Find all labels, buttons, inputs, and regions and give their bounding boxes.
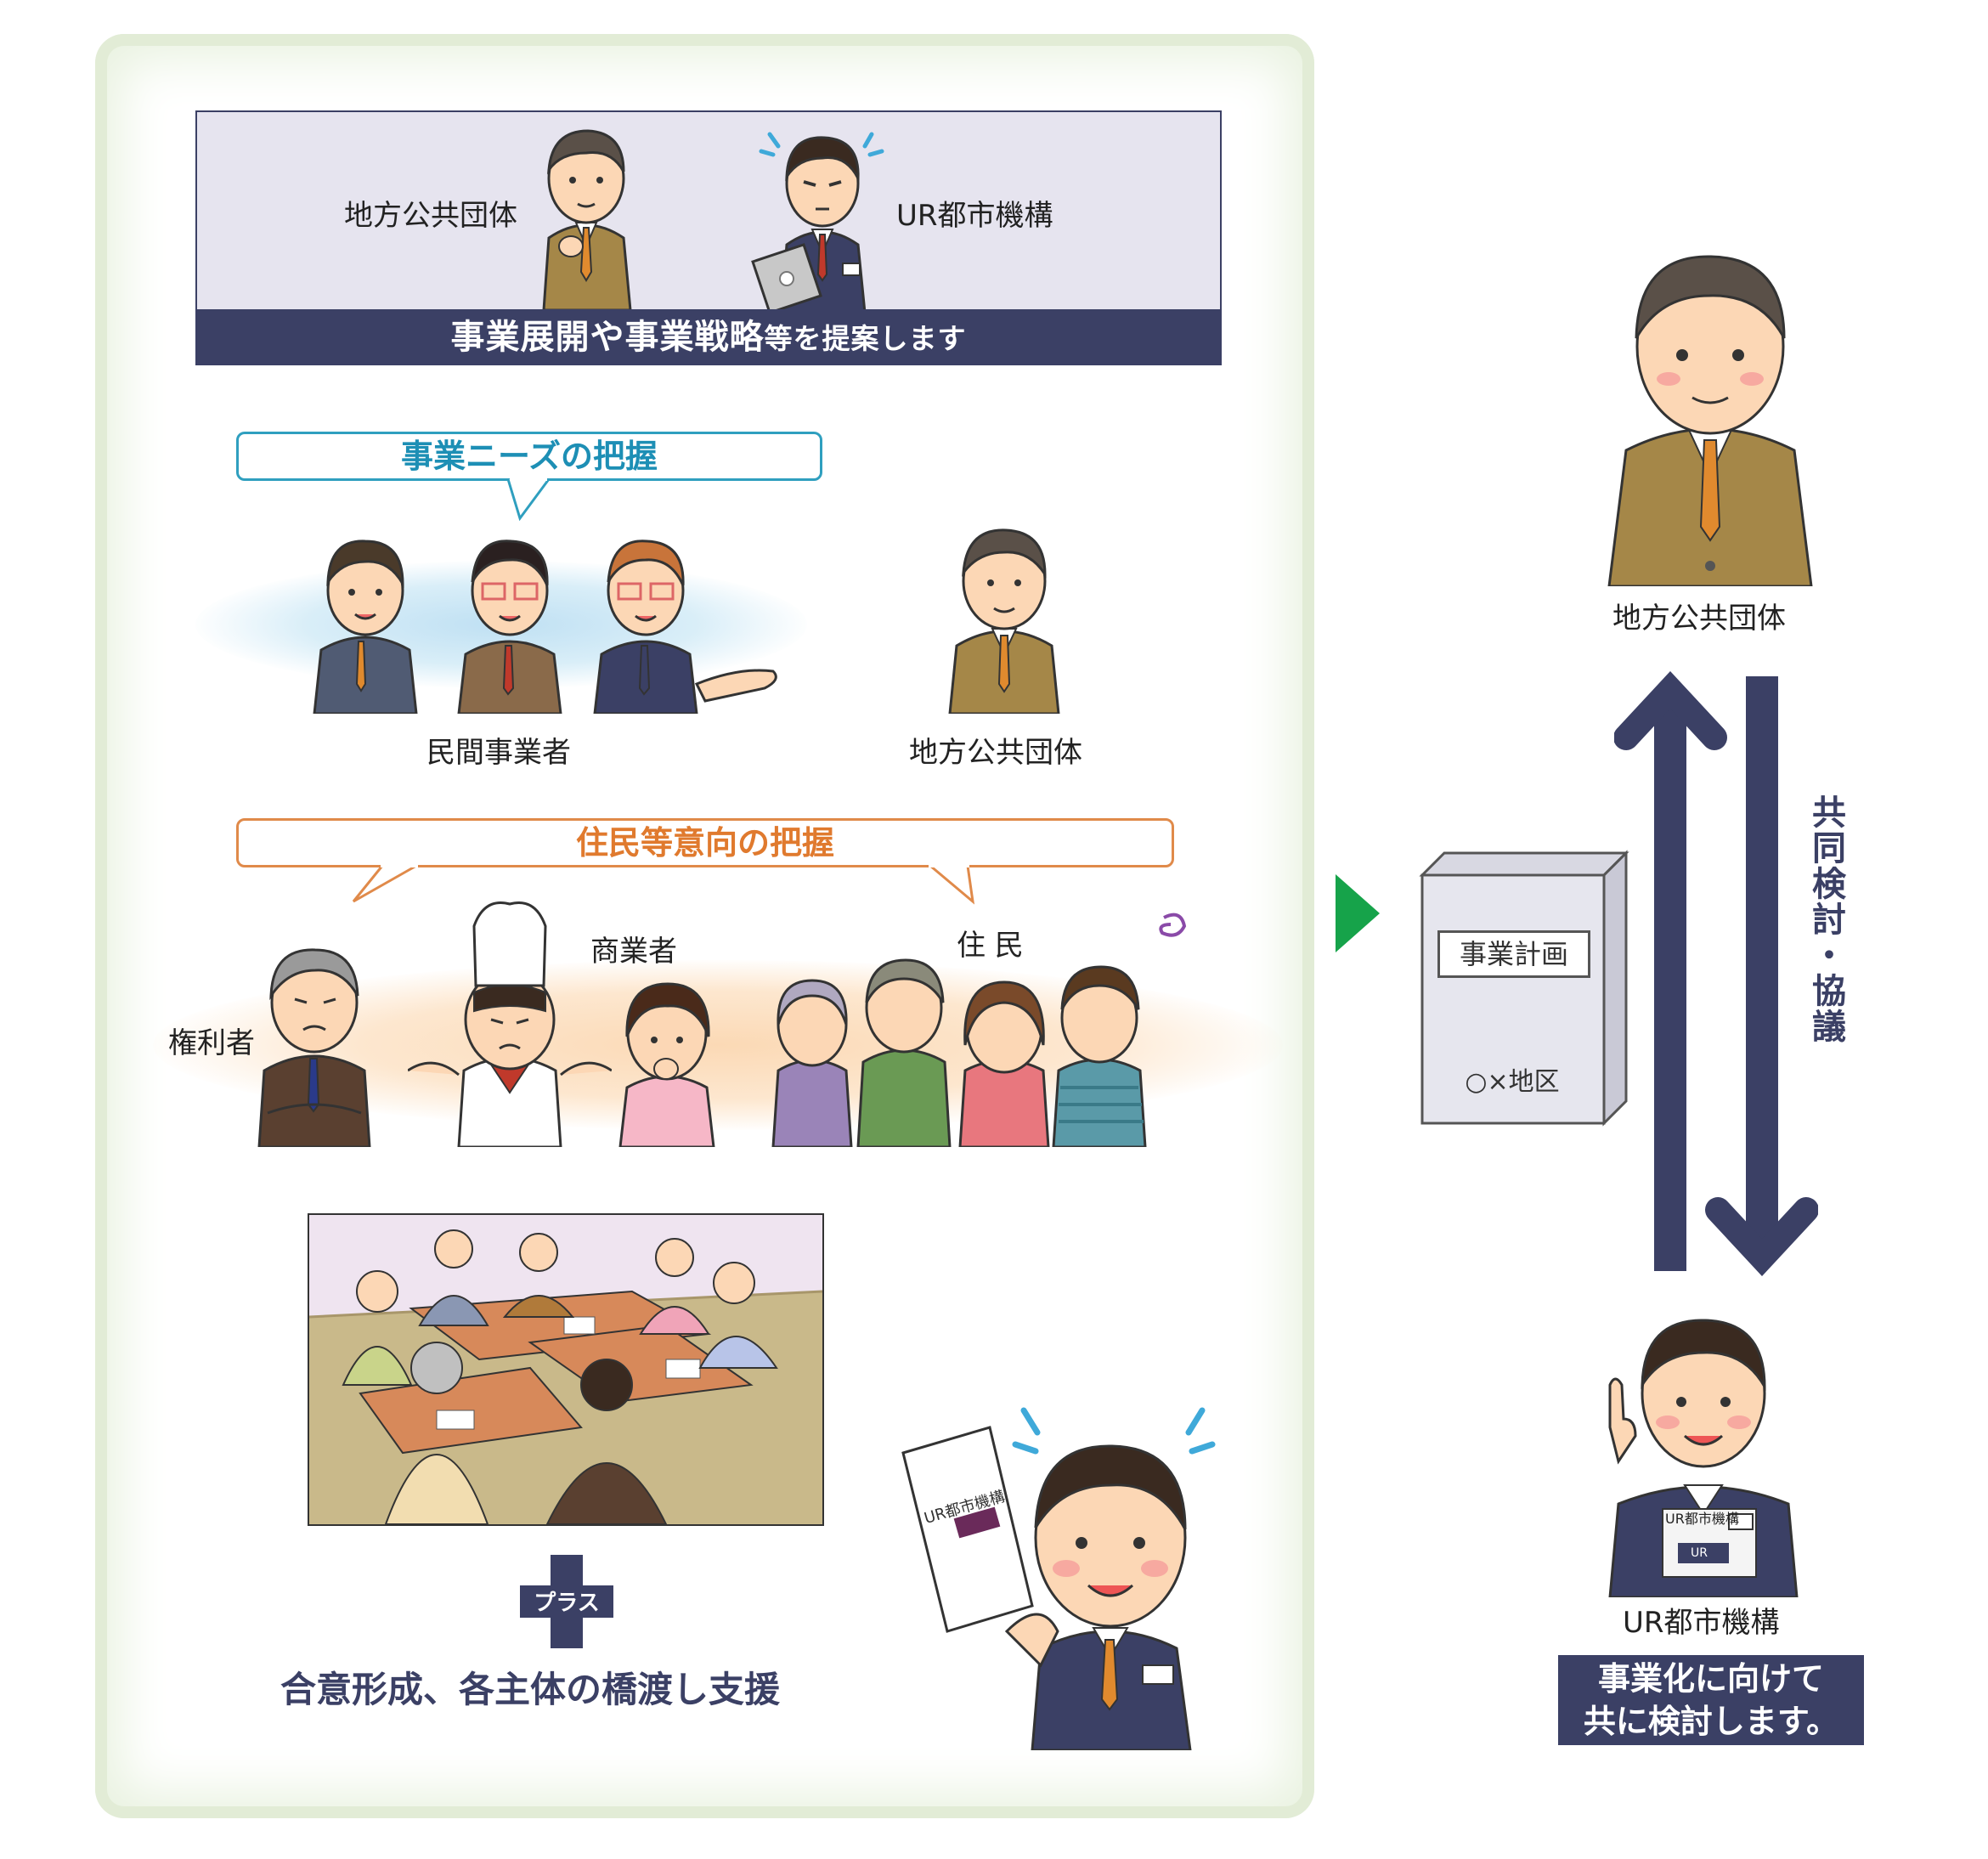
meeting-scene-image bbox=[308, 1213, 824, 1526]
plus-label: プラス bbox=[534, 1591, 600, 1616]
right-banner: 事業化に向けて 共に検討します。 bbox=[1558, 1655, 1864, 1745]
proposal-local-gov-label: 地方公共団体 bbox=[344, 199, 517, 233]
private-business-label: 民間事業者 bbox=[426, 736, 571, 770]
intent-bubble: 住民等意向の把握 bbox=[236, 818, 1174, 867]
needs-local-gov-label: 地方公共団体 bbox=[909, 736, 1082, 770]
right-local-gov-person-icon bbox=[1607, 255, 1813, 586]
intent-bubble-tail-right bbox=[929, 864, 975, 905]
meeting-illustration-icon bbox=[309, 1215, 822, 1524]
green-arrow-icon bbox=[1336, 874, 1380, 952]
plan-book-icon bbox=[1419, 850, 1629, 1127]
right-ur-doc-label: UR都市機構 bbox=[1665, 1511, 1739, 1527]
proposal-ur-label: UR都市機構 bbox=[896, 199, 1053, 233]
right-local-gov-label: 地方公共団体 bbox=[1612, 602, 1786, 636]
discussion-label: 共同検討・協議 bbox=[1806, 794, 1845, 1044]
private-business-group-icon bbox=[313, 540, 777, 714]
plan-book-district: ○×地区 bbox=[1465, 1067, 1560, 1097]
right-banner-line2: 共に検討します。 bbox=[1583, 1703, 1839, 1740]
consensus-text: 合意形成、各主体の橋渡し支援 bbox=[280, 1669, 781, 1710]
resident-label: 住 民 bbox=[957, 929, 1024, 963]
right-ur-label: UR都市機構 bbox=[1623, 1606, 1780, 1640]
needs-bubble-tail bbox=[506, 477, 551, 522]
intent-bubble-tail-left bbox=[352, 864, 418, 903]
right-ur-short-label: UR bbox=[1691, 1546, 1708, 1560]
merchant-label: 商業者 bbox=[590, 935, 677, 969]
rights-holder-person-icon bbox=[257, 948, 371, 1147]
needs-local-gov-person-icon bbox=[948, 528, 1060, 714]
right-banner-line1: 事業化に向けて bbox=[1597, 1660, 1824, 1698]
proposal-banner: 事業展開や事業戦略等を提案します bbox=[195, 309, 1222, 365]
proposal-banner-suffix: 等を提案します bbox=[764, 322, 967, 355]
intent-bubble-text: 住民等意向の把握 bbox=[575, 824, 834, 862]
needs-bubble: 事業ニーズの把握 bbox=[236, 432, 822, 481]
needs-bubble-text: 事業ニーズの把握 bbox=[400, 438, 658, 475]
merchant-woman-icon bbox=[618, 982, 715, 1147]
chef-person-icon bbox=[408, 901, 612, 1147]
ur-staff-laptop-icon bbox=[751, 132, 884, 313]
ur-staff-document-icon bbox=[901, 1407, 1216, 1750]
plus-icon bbox=[520, 1555, 613, 1648]
proposal-banner-main: 事業展開や事業戦略 bbox=[450, 318, 765, 357]
rights-holder-label: 権利者 bbox=[168, 1026, 255, 1060]
right-ur-staff-icon bbox=[1608, 1319, 1799, 1597]
bidirectional-arrows-icon bbox=[1614, 671, 1818, 1276]
local-gov-person-icon bbox=[542, 129, 632, 310]
residents-group-icon bbox=[771, 913, 1187, 1147]
plan-book-title: 事業計画 bbox=[1437, 930, 1590, 978]
